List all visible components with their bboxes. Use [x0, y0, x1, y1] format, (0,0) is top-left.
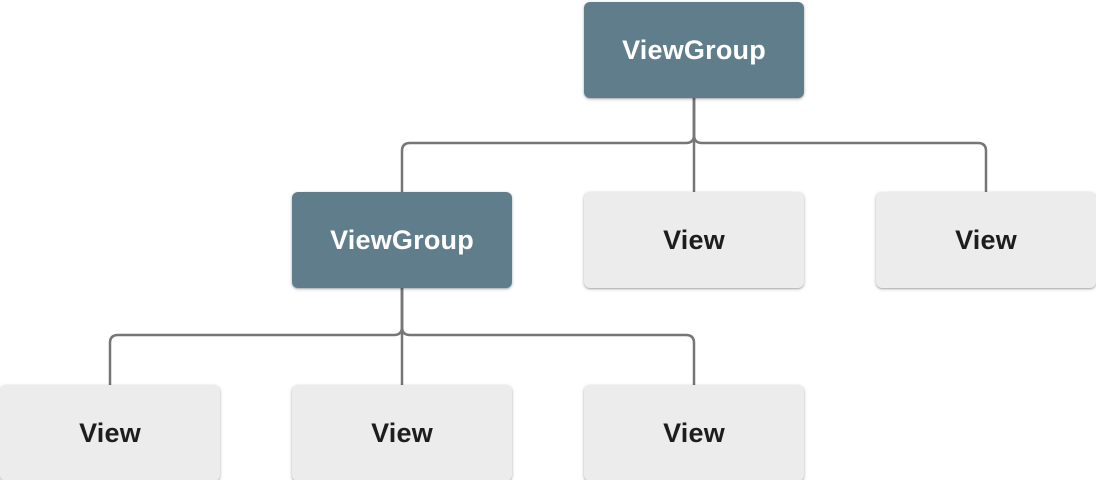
node-label: View [955, 224, 1017, 255]
node-child-view-2: View [876, 192, 1096, 288]
node-label: View [663, 417, 725, 448]
node-leaf-view-2: View [292, 385, 512, 480]
node-label: View [79, 417, 141, 448]
node-child-viewgroup: ViewGroup [292, 192, 512, 288]
node-leaf-view-1: View [0, 385, 220, 480]
node-leaf-view-3: View [584, 385, 804, 480]
edge-childvg-to-leaf-view-1 [108, 288, 404, 385]
edge-childvg-to-leaf-view-3 [400, 288, 696, 385]
node-label: ViewGroup [622, 34, 766, 65]
edge-root-to-child-viewgroup [400, 98, 696, 192]
node-label: ViewGroup [330, 224, 474, 255]
node-child-view-1: View [584, 192, 804, 288]
node-root-viewgroup: ViewGroup [584, 2, 804, 98]
node-label: View [371, 417, 433, 448]
edge-root-to-child-view-2 [692, 98, 988, 192]
node-label: View [663, 224, 725, 255]
